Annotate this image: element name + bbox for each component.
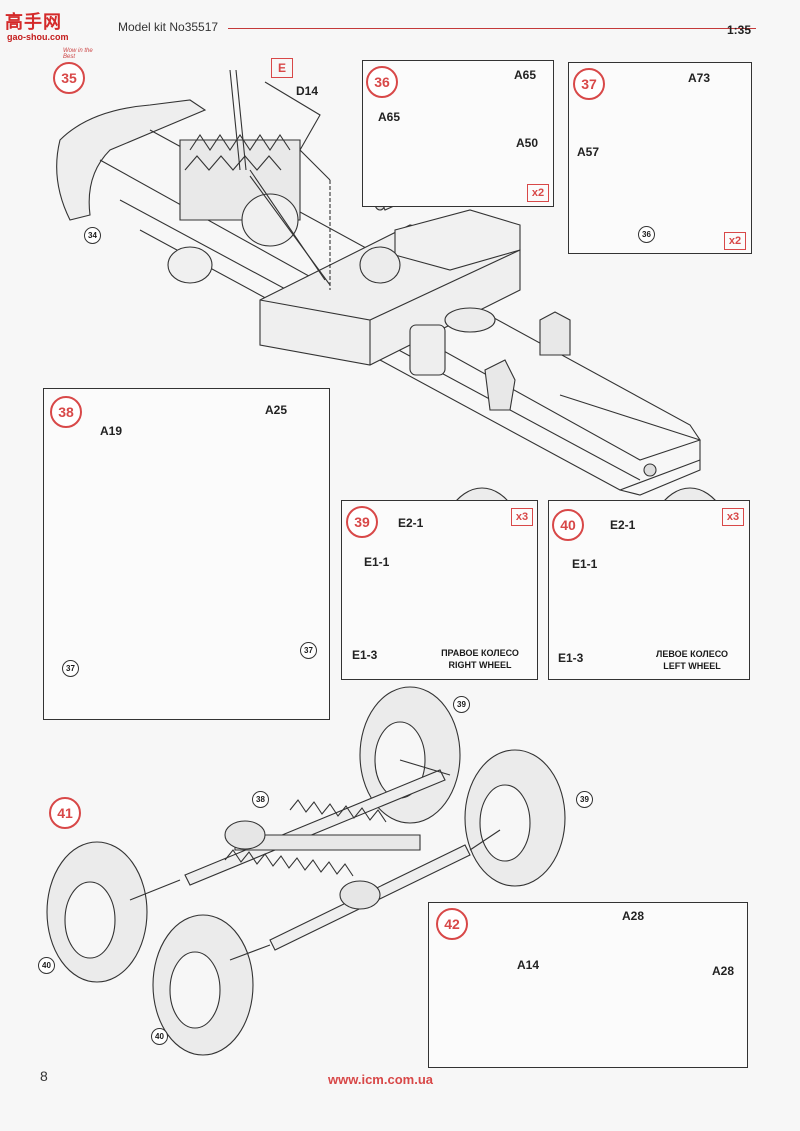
part-label-e1-1-left: E1-1 xyxy=(572,557,598,571)
part-label-a25: A25 xyxy=(265,403,288,417)
part-label-a65-right: A65 xyxy=(514,68,537,82)
part-label-a50: A50 xyxy=(516,136,539,150)
step-42-panel xyxy=(428,902,748,1068)
step-38-badge: 38 xyxy=(50,396,82,428)
step-37-badge: 37 xyxy=(573,68,605,100)
left-wheel-caption: ЛЕВОЕ КОЛЕСО LEFT WHEEL xyxy=(642,648,742,672)
part-label-a73: A73 xyxy=(688,71,711,85)
sprue-e-tag: E xyxy=(271,58,293,78)
caption-ru: ПРАВОЕ КОЛЕСО xyxy=(441,648,519,658)
caption-en: RIGHT WHEEL xyxy=(448,660,512,670)
watermark-text: 高手网 xyxy=(5,12,62,32)
header-divider xyxy=(228,28,756,29)
step-42-badge: 42 xyxy=(436,908,468,940)
ref-step-36: 36 xyxy=(638,226,655,243)
part-label-a14: A14 xyxy=(517,958,540,972)
watermark-slogan: Wow in the Best xyxy=(63,48,93,60)
part-label-e1-3-left: E1-3 xyxy=(558,651,584,665)
caption-ru: ЛЕВОЕ КОЛЕСО xyxy=(656,649,728,659)
ref-step-39-top: 39 xyxy=(453,696,470,713)
part-label-a19: A19 xyxy=(100,424,123,438)
ref-step-38: 38 xyxy=(252,791,269,808)
kit-scale: 1:35 xyxy=(727,23,752,37)
right-wheel-caption: ПРАВОЕ КОЛЕСО RIGHT WHEEL xyxy=(430,647,530,671)
part-label-e2-1: E2-1 xyxy=(398,516,424,530)
watermark-logo: 高手网 gao-shou.com Wow in the Best xyxy=(5,8,105,60)
part-label-e1-3: E1-3 xyxy=(352,648,378,662)
watermark-site: gao-shou.com xyxy=(7,32,69,42)
step-41-badge: 41 xyxy=(49,797,81,829)
step-40-badge: 40 xyxy=(552,509,584,541)
ref-step-40-left: 40 xyxy=(38,957,55,974)
ref-step-40-bottom: 40 xyxy=(151,1028,168,1045)
page-number: 8 xyxy=(40,1068,48,1084)
part-label-e2-1-left: E2-1 xyxy=(610,518,636,532)
kit-title: Model kit No35517 xyxy=(118,20,219,34)
part-label-a65-left: A65 xyxy=(378,110,401,124)
part-label-a28-right: A28 xyxy=(712,964,735,978)
part-label-e1-1: E1-1 xyxy=(364,555,390,569)
step-39-multiplier: x3 xyxy=(511,508,533,526)
step41-rear-assembly-drawing xyxy=(47,687,565,1055)
step-38-panel xyxy=(43,388,330,720)
ref-step-37-left: 37 xyxy=(62,660,79,677)
chassis-frame-drawing xyxy=(57,70,700,495)
step-37-multiplier: x2 xyxy=(724,232,746,250)
ref-step-37-right: 37 xyxy=(300,642,317,659)
step-36-panel xyxy=(362,60,554,207)
part-label-d14: D14 xyxy=(296,84,319,98)
website-url: www.icm.com.ua xyxy=(328,1072,433,1087)
part-label-a57: A57 xyxy=(577,145,600,159)
step-39-badge: 39 xyxy=(346,506,378,538)
step-35-badge: 35 xyxy=(53,62,85,94)
ref-step-34: 34 xyxy=(84,227,101,244)
caption-en: LEFT WHEEL xyxy=(663,661,721,671)
step-40-multiplier: x3 xyxy=(722,508,744,526)
step-36-badge: 36 xyxy=(366,66,398,98)
part-label-a28-top: A28 xyxy=(622,909,645,923)
ref-step-39-right: 39 xyxy=(576,791,593,808)
step-36-multiplier: x2 xyxy=(527,184,549,202)
